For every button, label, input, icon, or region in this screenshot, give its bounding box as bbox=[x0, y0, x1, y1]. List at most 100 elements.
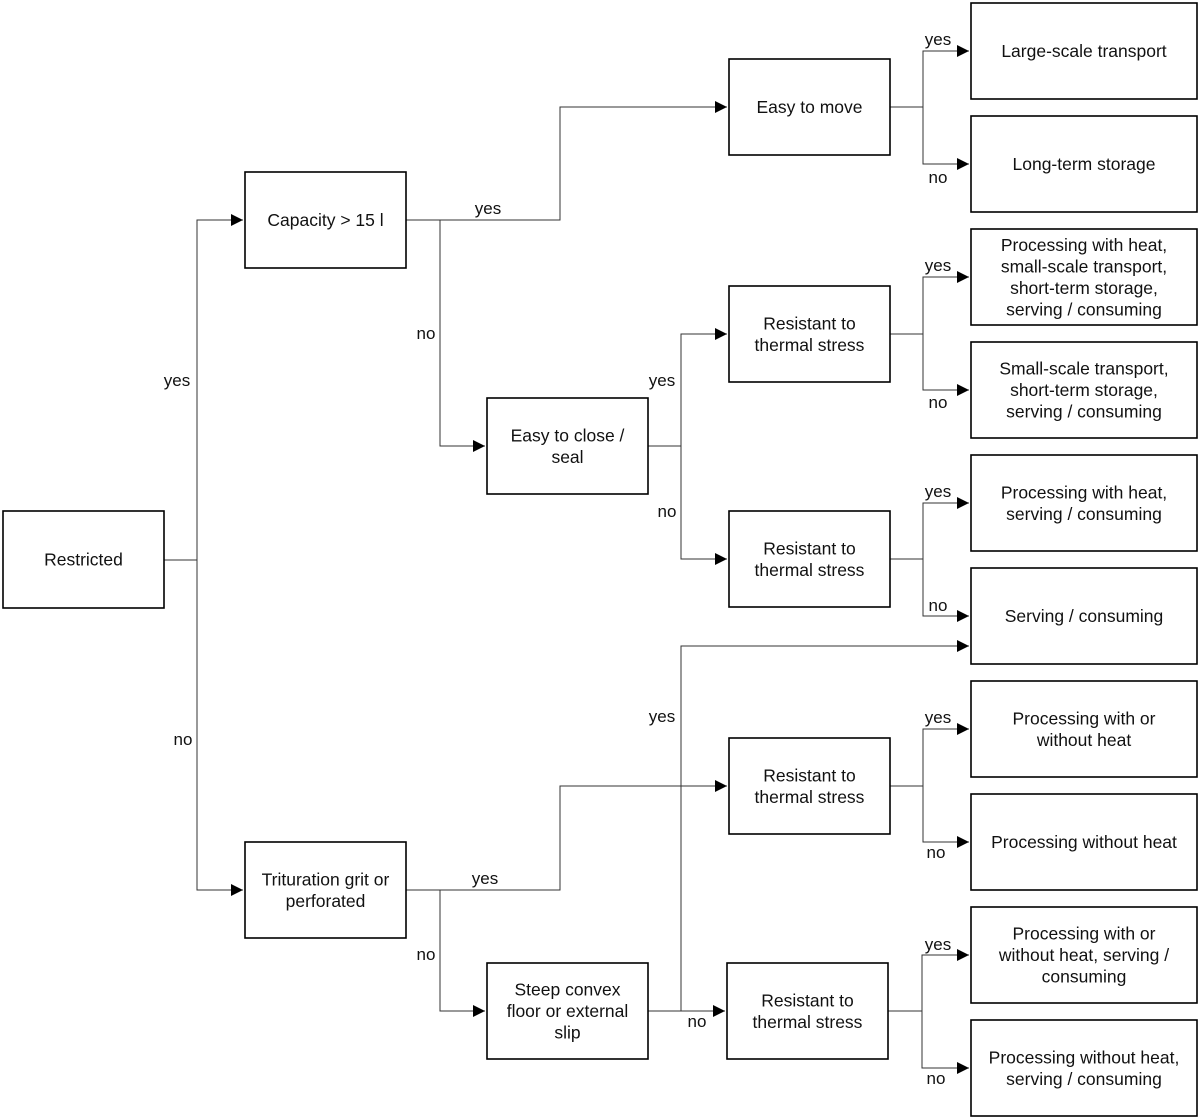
connector-thermal3-yes bbox=[922, 723, 969, 786]
outcome-small-scale-transport: Small-scale transport,short-term storage… bbox=[970, 341, 1198, 439]
connector-thermal4-yes bbox=[921, 949, 969, 1011]
node-label-line: thermal stress bbox=[755, 560, 865, 580]
connector-capacity-yes bbox=[440, 101, 727, 221]
node-label-line: Resistant to bbox=[763, 313, 855, 333]
label-steep-no: no bbox=[688, 1012, 707, 1031]
connector-move-yes bbox=[922, 45, 969, 107]
node-label-line: floor or external bbox=[507, 1001, 629, 1021]
node-label-line: Easy to close / bbox=[511, 425, 625, 445]
label-thermal4-no: no bbox=[927, 1069, 946, 1088]
label-move-no: no bbox=[929, 168, 948, 187]
node-label-line: Processing with or bbox=[1013, 924, 1156, 944]
label-capacity-no: no bbox=[417, 324, 436, 343]
connector-trituration-yes bbox=[440, 780, 727, 891]
node-easy-to-close: Easy to close /seal bbox=[486, 397, 649, 495]
label-thermal2-yes: yes bbox=[925, 482, 951, 501]
node-label-line: Resistant to bbox=[761, 990, 853, 1010]
connector-restricted-no bbox=[196, 560, 243, 896]
node-label-line: perforated bbox=[286, 891, 366, 911]
node-label-line: serving / consuming bbox=[1006, 1069, 1162, 1089]
label-restricted-yes: yes bbox=[164, 371, 190, 390]
node-label: Processing with heat,small-scale transpo… bbox=[1001, 235, 1167, 320]
node-label-line: Serving / consuming bbox=[1005, 606, 1164, 626]
node-label-line: Steep convex bbox=[514, 980, 620, 1000]
outcome-processing-heat-serving: Processing with heat,serving / consuming bbox=[970, 454, 1198, 552]
node-label-line: consuming bbox=[1042, 967, 1127, 987]
node-label-line: without heat, serving / bbox=[998, 945, 1169, 965]
node-label-line: without heat bbox=[1036, 730, 1132, 750]
label-close-no: no bbox=[658, 502, 677, 521]
connector-thermal1-yes bbox=[922, 271, 969, 334]
node-label-line: thermal stress bbox=[755, 335, 865, 355]
outcome-long-term-storage: Long-term storage bbox=[970, 115, 1198, 213]
outcome-serving-consuming: Serving / consuming bbox=[970, 567, 1198, 665]
connector-close-yes bbox=[680, 328, 727, 446]
node-label-line: Processing without heat, bbox=[989, 1047, 1180, 1067]
label-thermal3-yes: yes bbox=[925, 708, 951, 727]
connector-restricted-yes bbox=[196, 214, 243, 560]
label-trituration-no: no bbox=[417, 945, 436, 964]
connector-thermal2-yes bbox=[922, 497, 969, 559]
node-label-line: Small-scale transport, bbox=[999, 359, 1168, 379]
node-label: Small-scale transport,short-term storage… bbox=[999, 359, 1168, 422]
label-thermal1-no: no bbox=[929, 393, 948, 412]
node-label: Serving / consuming bbox=[1005, 606, 1164, 626]
label-capacity-yes: yes bbox=[475, 199, 501, 218]
node-label: Large-scale transport bbox=[1001, 41, 1166, 61]
label-thermal1-yes: yes bbox=[925, 256, 951, 275]
label-close-yes: yes bbox=[649, 371, 675, 390]
connector-thermal1-no bbox=[922, 334, 969, 396]
node-label: Processing without heat,serving / consum… bbox=[989, 1047, 1180, 1089]
node-label-line: seal bbox=[551, 447, 583, 467]
node-label: Easy to close /seal bbox=[511, 425, 625, 467]
node-label: Restricted bbox=[44, 550, 123, 570]
label-thermal2-no: no bbox=[929, 596, 948, 615]
node-label: Easy to move bbox=[756, 97, 862, 117]
node-label-line: serving / consuming bbox=[1006, 402, 1162, 422]
connector-capacity-no bbox=[439, 220, 485, 452]
outcome-large-scale-transport: Large-scale transport bbox=[970, 2, 1198, 100]
node-label-line: short-term storage, bbox=[1010, 380, 1158, 400]
label-steep-yes: yes bbox=[649, 707, 675, 726]
outcome-processing-without-heat-serving: Processing without heat,serving / consum… bbox=[970, 1019, 1198, 1117]
connector-steep-yes bbox=[680, 640, 969, 1011]
node-capacity: Capacity > 15 l bbox=[244, 171, 407, 269]
node-label-line: serving / consuming bbox=[1006, 504, 1162, 524]
label-trituration-yes: yes bbox=[472, 869, 498, 888]
node-label: Capacity > 15 l bbox=[267, 210, 383, 230]
node-label-line: Resistant to bbox=[763, 765, 855, 785]
node-label: Long-term storage bbox=[1013, 154, 1156, 174]
node-label-line: small-scale transport, bbox=[1001, 256, 1167, 276]
connector-move-no bbox=[922, 107, 969, 170]
connector-trituration-no bbox=[439, 890, 485, 1017]
connector-thermal2-no bbox=[922, 559, 969, 622]
node-restricted: Restricted bbox=[2, 510, 165, 609]
node-label-line: thermal stress bbox=[753, 1012, 863, 1032]
connectors bbox=[164, 45, 969, 1074]
node-label-line: short-term storage, bbox=[1010, 278, 1158, 298]
label-thermal4-yes: yes bbox=[925, 935, 951, 954]
node-label-line: serving / consuming bbox=[1006, 299, 1162, 319]
node-label-line: Processing without heat bbox=[991, 832, 1177, 852]
outcome-processing-without-heat: Processing without heat bbox=[970, 793, 1198, 891]
node-label-line: slip bbox=[554, 1023, 580, 1043]
node-label-line: thermal stress bbox=[755, 787, 865, 807]
label-restricted-no: no bbox=[174, 730, 193, 749]
